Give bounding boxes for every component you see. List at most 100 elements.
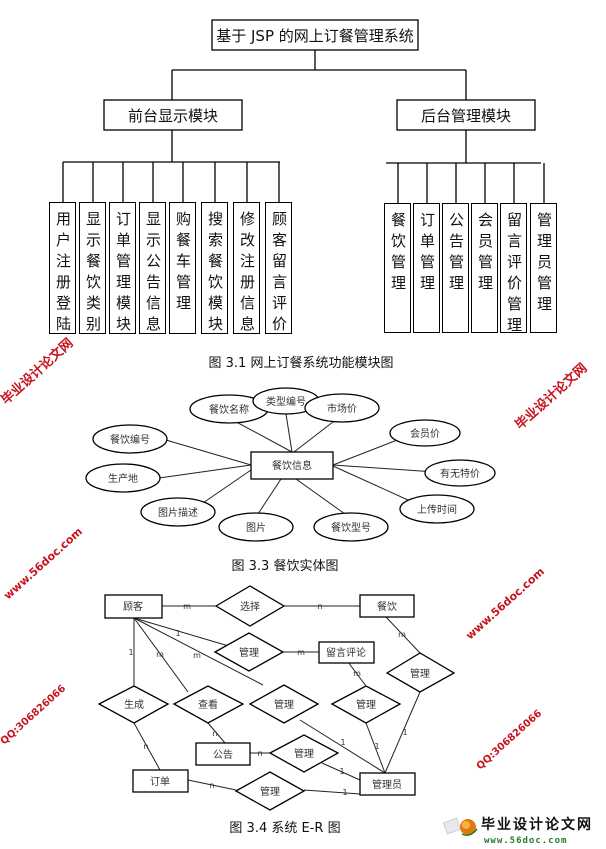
front-module-box: 订单管理模块 (109, 202, 136, 337)
back-module-box: 会员管理 (471, 203, 498, 333)
relation-generate-label: 生成 (124, 698, 144, 711)
back-module-label: 订单管理 (418, 212, 436, 296)
connector (158, 464, 252, 479)
function-module-diagram: 基于 JSP 的网上订餐管理系统 前台显示模块 后台管理模块 图 3.1 网上订… (62, 19, 545, 371)
connector (365, 722, 386, 774)
cardinality-label: m (297, 648, 305, 657)
entity-notice-label: 公告 (213, 748, 233, 761)
site-logo: 毕业设计论文网 www.56doc.com (442, 816, 593, 846)
watermark-right: 毕业设计论文网 www.56doc.com QQ:306826066 (463, 360, 590, 772)
attribute-label: 上传时间 (417, 503, 457, 516)
attribute: 图片描述 (140, 497, 216, 527)
entity-food-label: 餐饮 (377, 600, 397, 613)
root-system-label: 基于 JSP 的网上订餐管理系统 (216, 27, 414, 45)
logo-title: 毕业设计论文网 (481, 816, 593, 833)
connector (133, 617, 264, 686)
relation-manage-order-label: 管理 (260, 785, 280, 798)
front-module-label: 前台显示模块 (128, 107, 218, 125)
connector (303, 789, 361, 795)
connector (285, 413, 293, 453)
attribute: 餐饮名称 (189, 394, 269, 424)
front-module-label: 订单管理模块 (114, 211, 132, 337)
attribute: 市场价 (304, 393, 380, 423)
back-module-label: 餐饮管理 (389, 212, 407, 296)
connector (255, 478, 282, 518)
attribute-ellipse (424, 459, 496, 487)
watermark-qq: QQ:306826066 (475, 708, 545, 772)
front-module-label: 显示公告信息 (144, 211, 162, 337)
back-module-label: 后台管理模块 (421, 107, 511, 125)
attribute-ellipse (389, 419, 461, 447)
watermark-qq: QQ:306826066 (0, 683, 68, 747)
relation-manage-notice-label: 管理 (294, 747, 314, 760)
relation-manage-order: 管理 (234, 771, 306, 811)
figure-caption-3-4: 图 3.4 系统 E-R 图 (229, 821, 340, 836)
attribute: 上传时间 (399, 494, 475, 524)
relation-manage-comment-admin: 管理 (330, 685, 402, 724)
connector (228, 417, 293, 453)
cardinality-label: n (212, 729, 217, 738)
cardinality-label: 1 (342, 788, 347, 797)
food-entity-diagram: 餐饮信息 餐饮名称 类型编号 市场价 餐饮编号 会员价 生产地 有无特价 (85, 387, 496, 574)
relation-view: 查看 (172, 685, 245, 724)
connector (347, 661, 367, 687)
front-module-label: 顾客留言评价 (270, 211, 288, 337)
connector (133, 722, 161, 771)
connector (187, 779, 237, 791)
attribute: 餐饮编号 (92, 424, 168, 454)
relation-select: 选择 (214, 585, 286, 627)
cardinality-label: 1 (339, 767, 344, 776)
logo-emblem-icon (442, 817, 478, 836)
logo-url: www.56doc.com (484, 836, 567, 846)
attribute-ellipse (399, 494, 475, 524)
attribute: 生产地 (85, 463, 161, 493)
cardinality-label: n (143, 742, 148, 751)
back-module-box: 管理员管理 (530, 203, 557, 333)
front-module-box: 显示公告信息 (139, 202, 166, 337)
connector (385, 616, 421, 654)
attribute-label: 有无特价 (440, 467, 480, 480)
attribute-label: 餐饮编号 (110, 433, 150, 446)
attribute: 餐饮型号 (313, 512, 389, 542)
front-module-box: 搜索餐饮模块 (201, 202, 228, 337)
attribute-ellipse (92, 424, 168, 454)
relation-manage-food-label: 管理 (410, 667, 430, 680)
attribute-label: 市场价 (327, 402, 357, 415)
connector (207, 722, 226, 744)
connector (133, 617, 189, 693)
relation-view-label: 查看 (198, 698, 218, 711)
cardinality-label: n (257, 749, 262, 758)
cardinality-label: n (209, 781, 214, 790)
er-diagram: 顾客 餐饮 留言评论 公告 订单 管理员 选择 管理 (97, 585, 456, 836)
front-module-box: 购餐车管理 (169, 202, 196, 334)
attribute-ellipse (85, 463, 161, 493)
back-module-label: 管理员管理 (535, 212, 553, 317)
cardinality-label: m (193, 651, 201, 660)
cardinality-label: m (398, 630, 406, 639)
attribute-ellipse (140, 497, 216, 527)
entity-notice: 公告 (195, 742, 251, 766)
watermark-site: 毕业设计论文网 (512, 360, 590, 433)
watermark-url: www.56doc.com (1, 525, 85, 602)
cardinality-label: 1 (374, 742, 379, 751)
attribute-label: 生产地 (108, 472, 138, 485)
front-module-box: 用户注册登陆 (49, 202, 76, 337)
attribute: 有无特价 (424, 459, 496, 487)
front-module-label: 显示餐饮类别 (84, 211, 102, 337)
connector (321, 762, 361, 781)
entity-customer-label: 顾客 (123, 600, 143, 613)
attribute-label: 图片描述 (158, 506, 198, 519)
relation-manage-comment-label: 管理 (239, 646, 259, 659)
relation-select-label: 选择 (240, 600, 260, 613)
attribute-ellipse (313, 512, 389, 542)
entity-order-label: 订单 (150, 776, 170, 788)
front-module-label: 修改注册信息 (238, 211, 256, 337)
cardinality-label: 1 (402, 728, 407, 737)
watermark-url: www.56doc.com (463, 565, 547, 642)
attribute: 图片 (218, 512, 294, 542)
attribute-label: 餐饮型号 (331, 521, 371, 534)
figure-caption-3-1: 图 3.1 网上订餐系统功能模块图 (209, 355, 394, 371)
relation-manage-customer: 管理 (248, 684, 320, 724)
connector (199, 469, 252, 506)
